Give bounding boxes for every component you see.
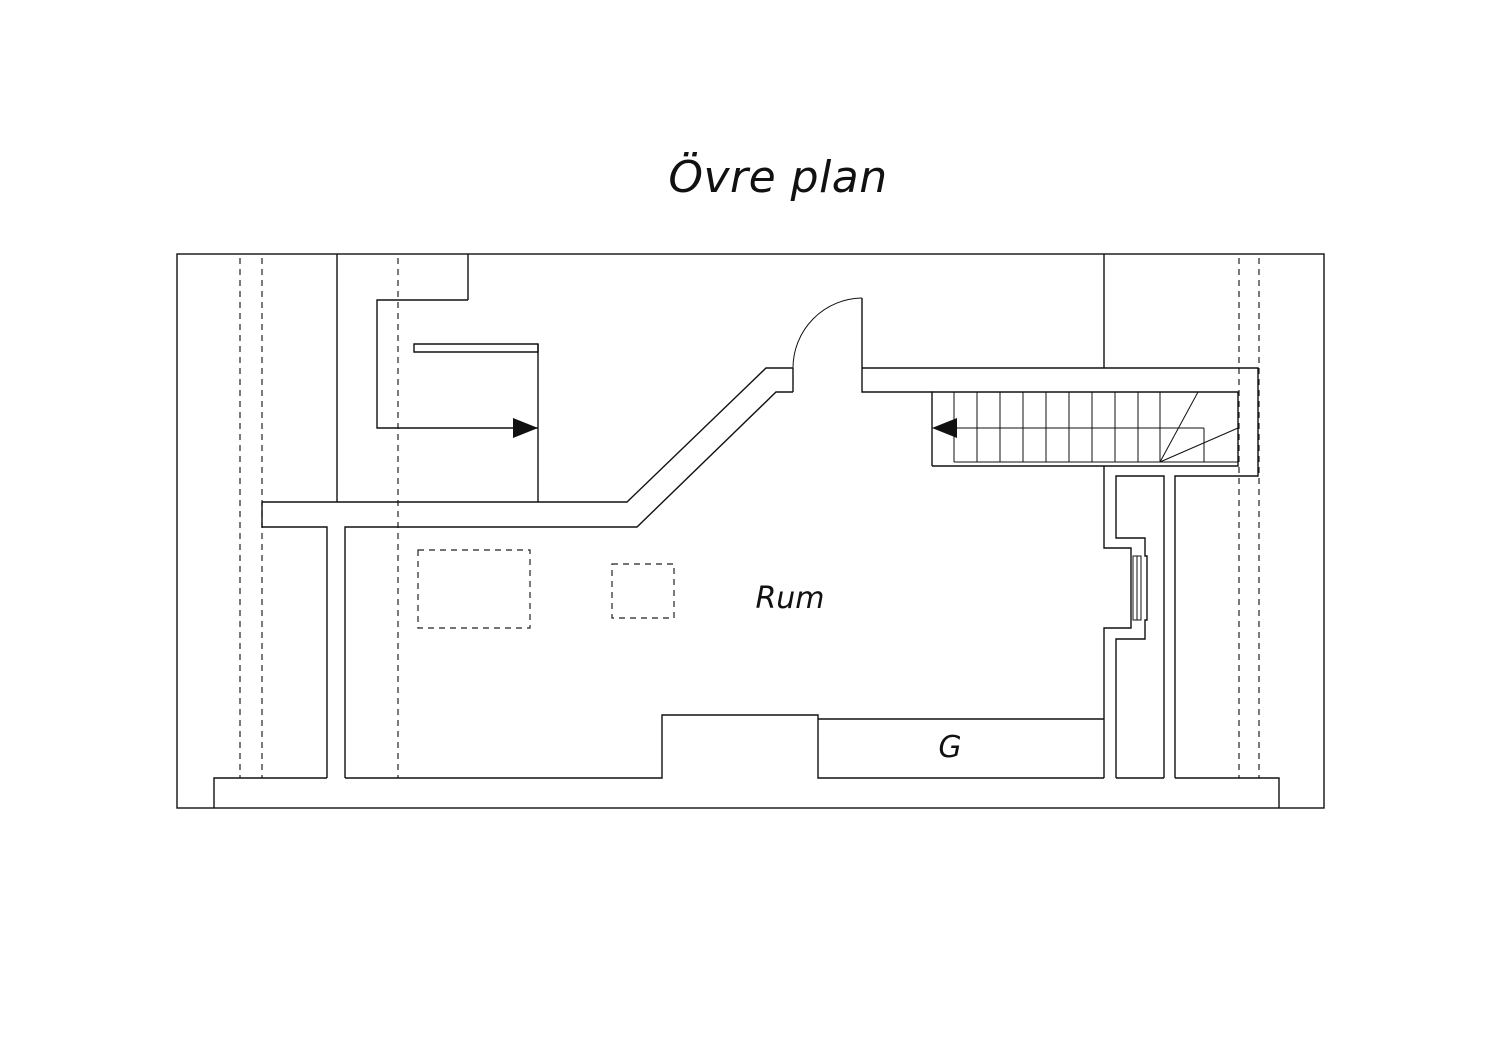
room-label-g: G	[938, 730, 961, 765]
left-wall-segment	[261, 502, 328, 778]
bottom-wall	[213, 714, 1280, 808]
storage-shelf	[413, 343, 539, 353]
floor-plan-title: Övre plan	[668, 152, 888, 203]
door-swing-arc	[792, 297, 863, 369]
skylight-left	[417, 549, 531, 629]
skylight-right	[611, 563, 675, 619]
arrow-left-icon	[932, 418, 957, 438]
room-wall-inner-top	[344, 391, 793, 778]
room-wall-top-right	[861, 368, 933, 466]
chimney-wall	[1115, 475, 1165, 778]
arrow-right-icon	[513, 418, 538, 438]
room-label-rum: Rum	[755, 581, 824, 616]
outer-boundary	[176, 253, 1325, 809]
right-room-wall	[1103, 466, 1132, 778]
storage-compartment	[376, 299, 538, 429]
room-wall-outer-top	[262, 367, 1259, 778]
staircase-steps	[953, 391, 1239, 463]
